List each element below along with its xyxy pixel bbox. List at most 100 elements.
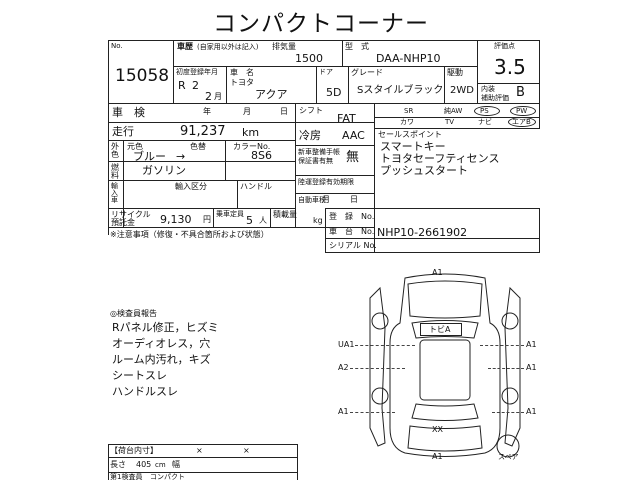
import-category-label: 輸入区分 [175, 182, 207, 191]
lot-number: 15058 [115, 66, 170, 86]
drive-value: 2WD [450, 85, 474, 96]
mark-top: A1 [432, 268, 443, 277]
length-value: 405 [136, 460, 152, 469]
equipment-tv: TV [445, 118, 455, 126]
displacement-value: 1500 [295, 52, 323, 65]
record-label: 新車整備手帳 [298, 148, 340, 156]
record-sub: 保証書有無 [298, 157, 333, 165]
rule [225, 140, 226, 180]
inspector-first-label: 第1検査員 [110, 473, 143, 481]
equipment-leather: カワ [400, 118, 414, 126]
rule [325, 208, 539, 209]
grade-label: グレード [351, 68, 383, 77]
mileage-label: 走行 [112, 125, 134, 138]
import-label: 輸入車 [111, 182, 118, 204]
inspection-label: 車 検 [112, 106, 145, 119]
inspector-line-2: オーディオレス，穴 [112, 337, 211, 350]
rule [348, 66, 349, 103]
rule [237, 180, 238, 208]
rule [108, 180, 296, 181]
rule [108, 40, 540, 41]
equipment-airbag: エアB [512, 118, 531, 126]
serial-label: シリアル No. [329, 241, 377, 250]
rule [374, 128, 540, 129]
color-value: ブルー [133, 150, 166, 163]
recycle-label: リサイクル [111, 210, 151, 219]
year: 2 [192, 79, 199, 92]
mark-upper-right: A1 [526, 340, 537, 349]
aircon-label: 冷房 [299, 129, 321, 142]
rule [295, 103, 296, 227]
rule [316, 66, 317, 103]
mileage-unit: km [242, 126, 260, 139]
selling-point-1: スマートキー [380, 140, 446, 153]
mark-lower-left: A1 [338, 407, 349, 416]
model-value: DAA-NHP10 [376, 52, 441, 65]
leader-line [488, 368, 524, 369]
roof-mark-box [420, 323, 462, 336]
mark-upper-left: UA1 [338, 340, 355, 349]
mark-lower-right: A1 [526, 407, 537, 416]
color-no-label: カラーNo. [233, 142, 271, 151]
era: R [178, 79, 186, 92]
rule [325, 208, 326, 253]
rule [374, 103, 375, 227]
roof-mark: トビA [429, 325, 451, 334]
history-label: 車歴 [177, 42, 193, 51]
rule [296, 193, 374, 194]
first-reg-label: 初度登録年月 [176, 68, 218, 76]
rule [477, 83, 539, 84]
drive-label: 駆動 [447, 68, 463, 77]
rule [108, 457, 298, 458]
rule [296, 145, 374, 146]
mark-bottom: A1 [432, 452, 443, 461]
capacity-label: 乗車定員 [216, 210, 244, 218]
inspection-day: 日 [280, 107, 288, 116]
inspector-line-3: ルーム内汚れ，キズ [112, 353, 211, 366]
hood-outline [407, 280, 483, 319]
lot-label: No. [111, 42, 123, 50]
leader-line [355, 345, 415, 346]
inspector-line-1: Rパネル修正，ヒズミ [112, 321, 219, 334]
rule [297, 444, 298, 480]
rule [108, 444, 298, 445]
equipment-alloy: 純AW [444, 107, 463, 115]
tax-label: 自動車税 [298, 196, 326, 204]
rule [374, 117, 540, 118]
rear-window-outline [411, 403, 479, 421]
doors-label: ドア [319, 68, 333, 76]
rule [226, 66, 227, 103]
rule [270, 208, 271, 227]
rule [325, 238, 539, 239]
rule [108, 103, 540, 104]
roof-outline [419, 339, 471, 401]
interior-sub: 補助評価 [481, 94, 509, 102]
leader-line [492, 412, 524, 413]
rule [325, 252, 539, 253]
interior-value: B [516, 85, 525, 100]
rule [108, 444, 109, 480]
color-no-value: 8S6 [251, 149, 272, 162]
equipment-ps: PS [480, 107, 489, 115]
dim-x1: × [196, 446, 203, 455]
handle-label: ハンドル [240, 182, 272, 191]
color-change-label: 色替 [190, 142, 206, 151]
equipment-pw: PW [516, 107, 528, 115]
trunk-outline [407, 425, 483, 452]
model-label: 型 式 [345, 42, 369, 51]
plate-label: 車 台 No. [329, 227, 375, 236]
inspector-line-4: シートスレ [112, 369, 167, 382]
mark-rear: XX [432, 425, 443, 434]
car-body-outline [389, 273, 501, 457]
rule [123, 140, 124, 227]
cargo-unit: kg [313, 216, 323, 225]
rule [374, 208, 375, 253]
recycle-value: 9,130 [160, 213, 192, 226]
rule [213, 208, 214, 227]
rule [108, 208, 296, 209]
right-side-outline [504, 286, 521, 447]
serial-value: NHP10-2661902 [377, 226, 468, 239]
mark-middle-right: A1 [526, 363, 537, 372]
name-label: 車 名 [230, 68, 254, 77]
grade-value: Sスタイルブラック [357, 85, 444, 96]
